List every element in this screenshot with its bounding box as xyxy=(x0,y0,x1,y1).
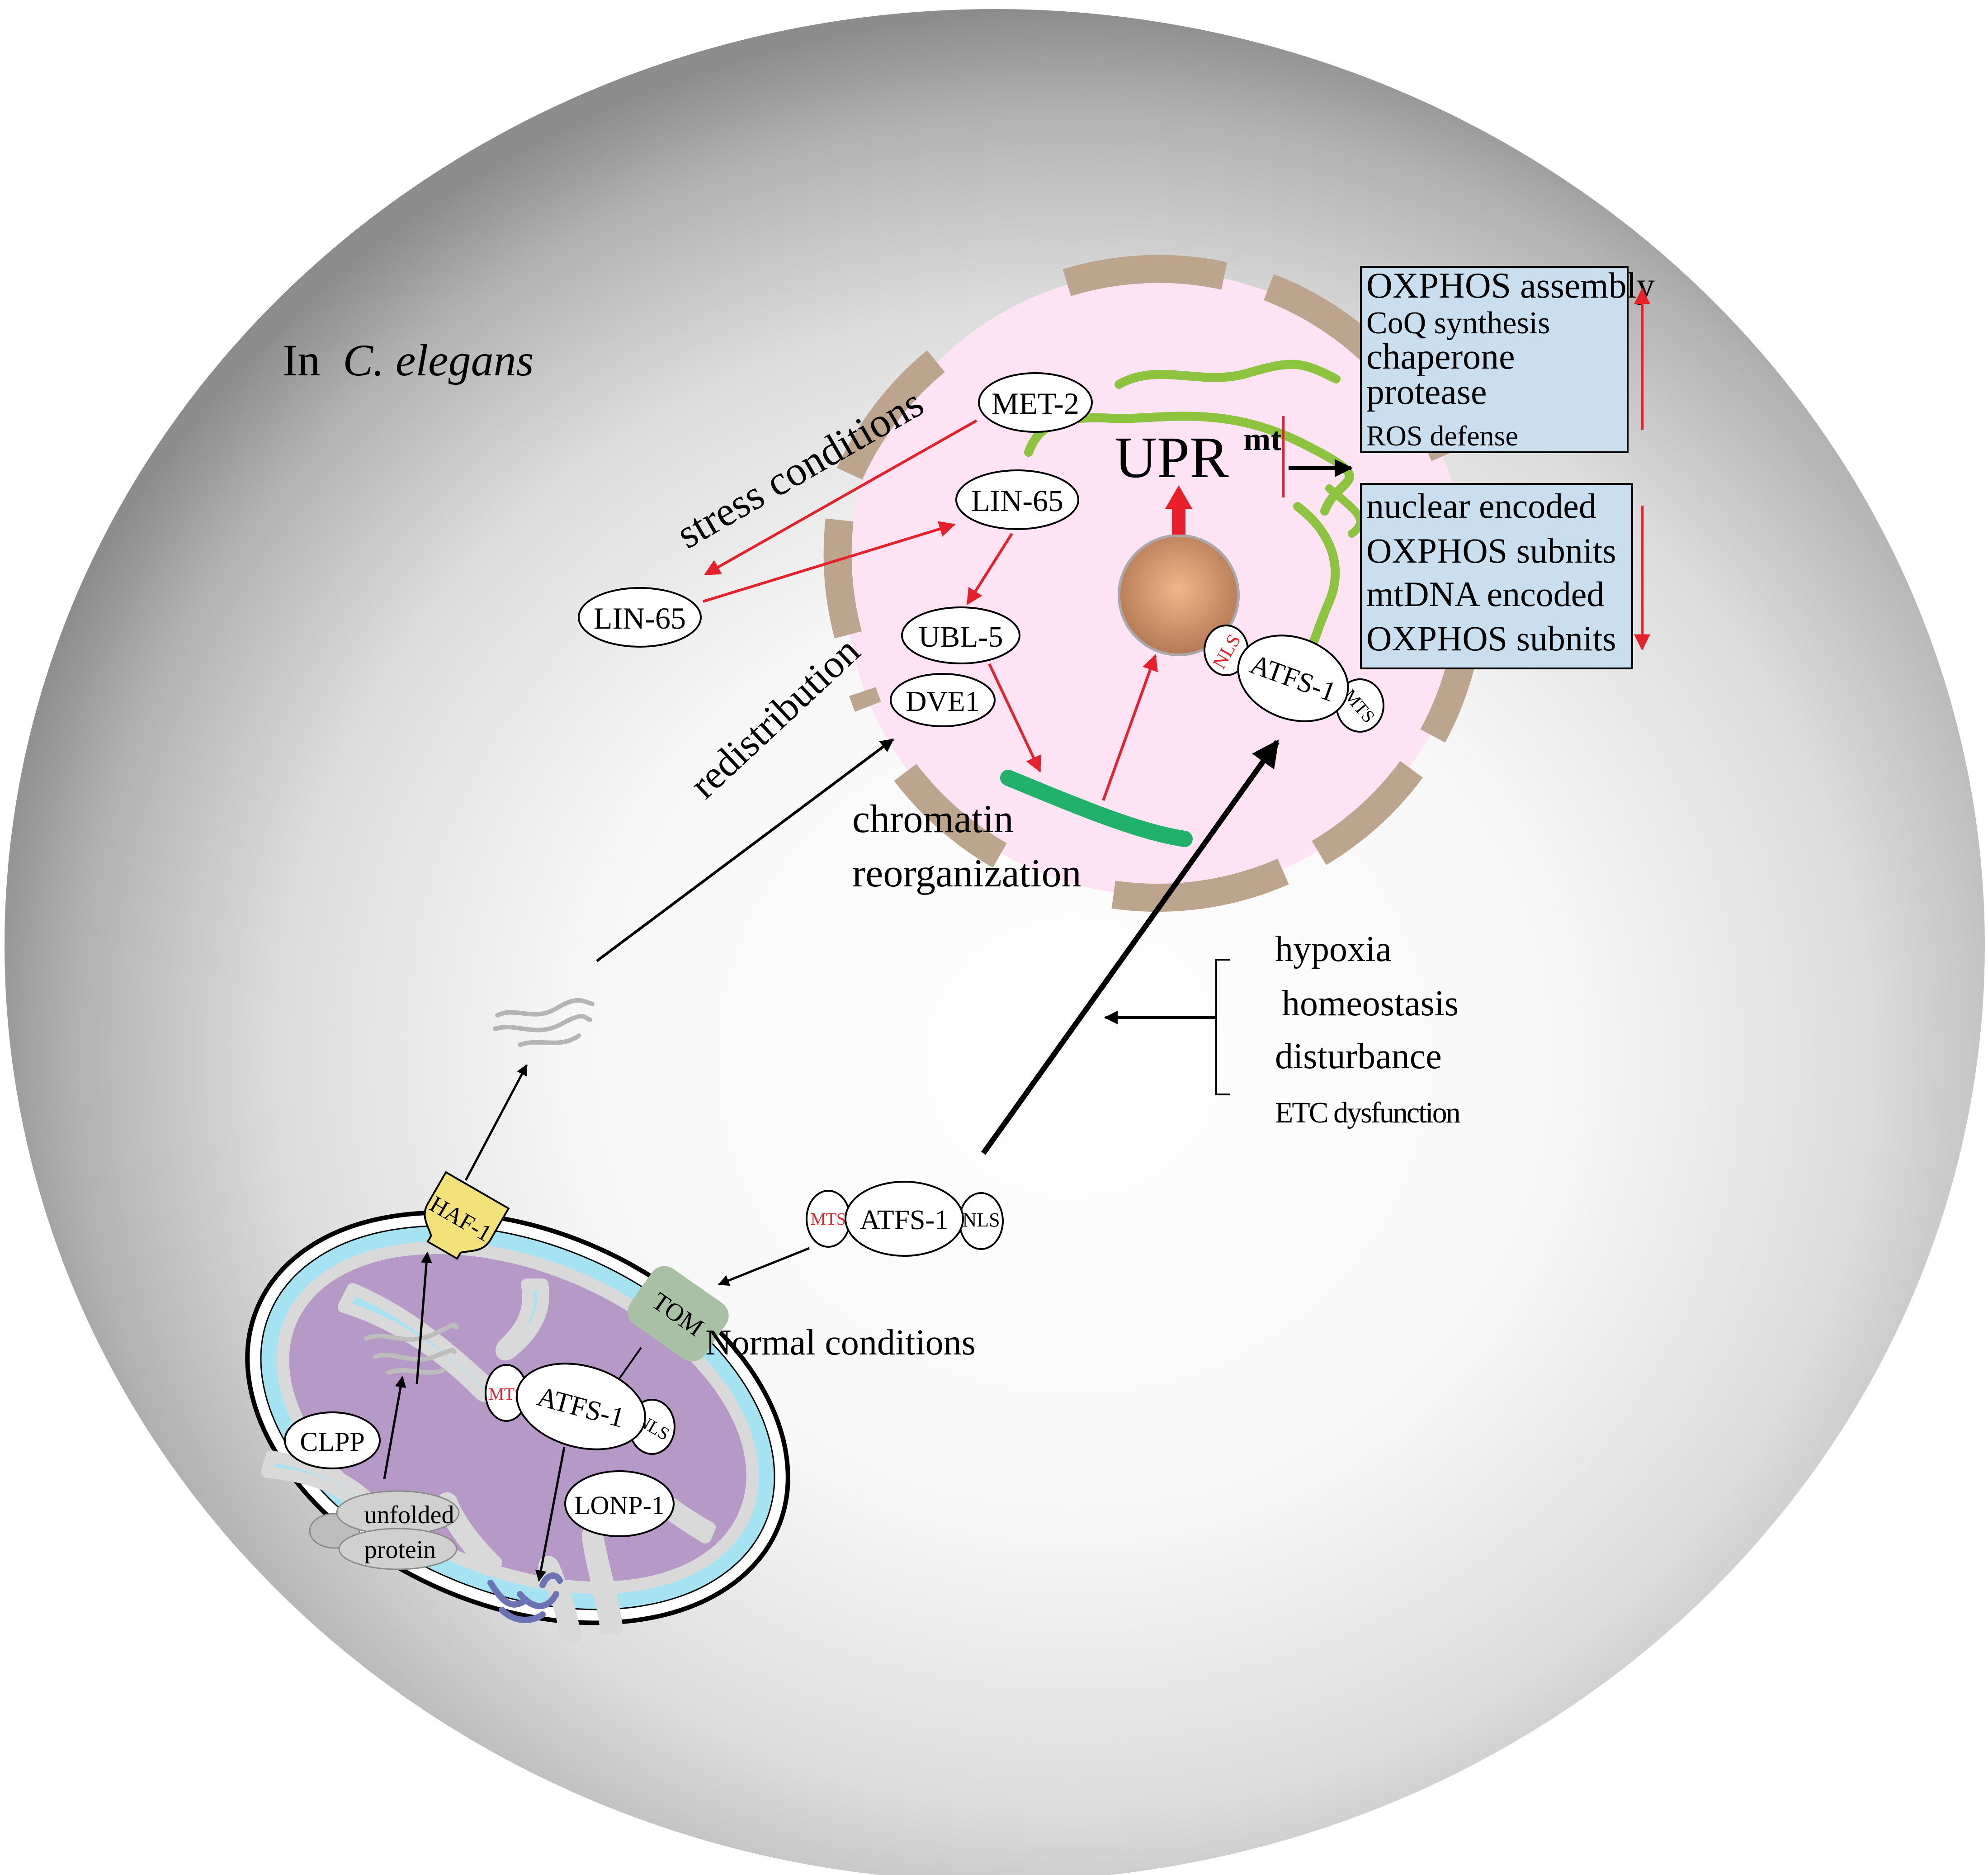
title: In C. elegans xyxy=(283,335,534,385)
box-down-item: nuclear encoded xyxy=(1366,486,1596,526)
stressor-item: hypoxia xyxy=(1275,929,1392,969)
downregulated-genes-box: nuclear encoded OXPHOS subnits mtDNA enc… xyxy=(1360,483,1650,669)
atfs1-degradation-arrow xyxy=(535,1447,566,1582)
box-down-item: OXPHOS subnits xyxy=(1366,531,1616,570)
tom-import-channel: TOM xyxy=(628,1266,729,1362)
condensed-chromatin xyxy=(1000,770,1193,847)
atfs1-cyto-label: ATFS-1 xyxy=(860,1205,949,1236)
nuclear-signaling-arrows xyxy=(703,419,1158,801)
clpp-node: CLPP xyxy=(284,1411,381,1469)
met2-node: MET-2 xyxy=(978,372,1093,433)
lonp1-node: LONP-1 xyxy=(564,1470,675,1537)
box-up-item: CoQ synthesis xyxy=(1366,306,1550,341)
upr-activation-arrow xyxy=(1165,485,1192,535)
lin65-nuclear-label: LIN-65 xyxy=(971,483,1063,518)
dve1-node: DVE1 xyxy=(890,673,996,727)
atfs1-nuclear-complex: NLS MTS ATFS-1 xyxy=(1204,625,1384,733)
peptide-fragments-mito xyxy=(364,1322,459,1375)
peptide-fragments-cytosol xyxy=(493,998,595,1047)
atfs1-mito-complex: MTS NLS ATFS-1 xyxy=(485,1363,675,1455)
stressor-item: ETC dysfunction xyxy=(1275,1096,1460,1129)
unfolded-line1: unfolded xyxy=(364,1501,454,1529)
stressor-item: disturbance xyxy=(1275,1037,1442,1076)
haf1-transporter: HAF-1 xyxy=(424,1171,510,1260)
chromatin-label-line1: chromatin xyxy=(852,797,1014,841)
degraded-peptides xyxy=(487,1572,563,1623)
box-up-item: protease xyxy=(1366,372,1487,412)
clpp-label: CLPP xyxy=(300,1427,364,1457)
haf1-export-arrow xyxy=(416,1251,432,1384)
title-species: C. elegans xyxy=(343,335,534,385)
mitochondrion: HAF-1 TOM MTS NLS ATFS-1 CLPP LONP-1 xyxy=(245,1171,790,1643)
box-up-item: OXPHOS assembly xyxy=(1366,266,1655,306)
upr-output-connector xyxy=(1282,416,1353,497)
dve1-label: DVE1 xyxy=(906,685,980,717)
atfs1-cytosolic-complex: MTS NLS ATFS-1 xyxy=(806,1181,1004,1257)
upr-sup: mt xyxy=(1243,421,1281,457)
chromatin-fiber-top xyxy=(1114,360,1341,389)
lonp1-label: LONP-1 xyxy=(574,1491,665,1520)
ubl5-label: UBL-5 xyxy=(919,620,1003,653)
stressor-item: homeostasis xyxy=(1282,984,1459,1023)
unfolded-protein: unfolded protein xyxy=(309,1490,460,1570)
box-up-item: ROS defense xyxy=(1366,420,1518,452)
cell-body xyxy=(5,9,1985,1875)
lin65-cyto-label: LIN-65 xyxy=(594,601,686,635)
stressors-group: hypoxia homeostasis disturbance ETC dysf… xyxy=(1104,929,1462,1129)
nls-cyto-label: NLS xyxy=(962,1209,1000,1231)
chromatin-fiber-right2 xyxy=(1325,484,1365,538)
chromatin-fiber-right xyxy=(1293,502,1340,651)
nucleolus xyxy=(1118,534,1240,656)
box-down-item: OXPHOS subnits xyxy=(1366,619,1616,658)
box-down-item: mtDNA encoded xyxy=(1366,574,1604,614)
unfolded-line2: protein xyxy=(364,1536,436,1564)
normal-conditions-label: Normal conditions xyxy=(705,1323,976,1363)
unfolded-to-haf1-arrow xyxy=(383,1376,406,1479)
lin65-nuclear-node: LIN-65 xyxy=(955,469,1079,530)
title-prefix: In xyxy=(283,335,320,385)
upr-mt-label: UPR mt xyxy=(1114,421,1281,490)
ubl5-node: UBL-5 xyxy=(901,606,1020,664)
mts-cyto-label: MTS xyxy=(811,1210,846,1229)
transport-arrows xyxy=(464,738,1280,1286)
upr-main: UPR xyxy=(1114,425,1229,490)
lin65-cytoplasmic-node: LIN-65 xyxy=(578,587,702,648)
met2-label: MET-2 xyxy=(992,386,1079,421)
upregulated-genes-box: OXPHOS assembly CoQ synthesis chaperone … xyxy=(1360,266,1655,453)
chromatin-label-line2: reorganization xyxy=(852,852,1081,895)
box-up-item: chaperone xyxy=(1366,337,1515,377)
